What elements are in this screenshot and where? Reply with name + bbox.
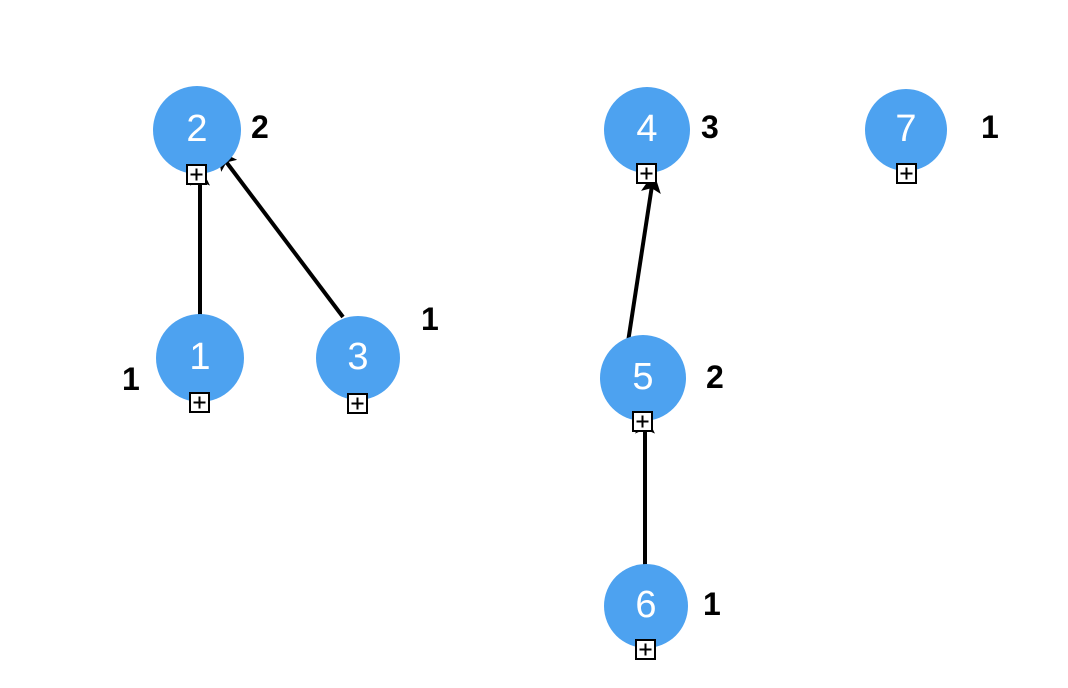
node-6-text: 6 <box>635 584 657 626</box>
node-1-text: 1 <box>189 336 211 378</box>
node-6-external-label: 1 <box>703 586 721 622</box>
node-7-text: 7 <box>895 108 917 150</box>
node-2-text: 2 <box>186 108 208 150</box>
node-2-expand-plus-icon[interactable] <box>186 164 207 185</box>
node-5-text: 5 <box>632 356 654 398</box>
node-2-external-label: 2 <box>251 109 269 145</box>
edges-group <box>190 149 661 574</box>
node-4-expand-plus-icon[interactable] <box>636 163 657 184</box>
node-6-expand-plus-icon[interactable] <box>635 639 656 660</box>
node-6[interactable]: 6 <box>604 564 688 648</box>
node-1[interactable]: 1 <box>156 314 244 402</box>
node-3-text: 3 <box>347 336 369 378</box>
node-5[interactable]: 5 <box>600 335 686 421</box>
node-4-external-label: 3 <box>701 109 719 145</box>
node-4[interactable]: 4 <box>604 87 690 173</box>
node-1-expand-plus-icon[interactable] <box>189 392 210 413</box>
node-3-expand-plus-icon[interactable] <box>347 393 368 414</box>
node-7-external-label: 1 <box>981 109 999 145</box>
node-3[interactable]: 3 <box>316 316 400 400</box>
node-5-expand-plus-icon[interactable] <box>632 411 653 432</box>
node-1-external-label: 1 <box>122 361 140 397</box>
node-3-external-label: 1 <box>421 301 439 337</box>
node-5-external-label: 2 <box>706 359 724 395</box>
node-7[interactable]: 7 <box>865 89 947 171</box>
node-7-expand-plus-icon[interactable] <box>896 163 917 184</box>
edge-3-to-2 <box>217 149 345 319</box>
edge-5-to-4 <box>626 172 661 343</box>
node-4-text: 4 <box>636 108 658 150</box>
node-2[interactable]: 2 <box>153 86 241 174</box>
